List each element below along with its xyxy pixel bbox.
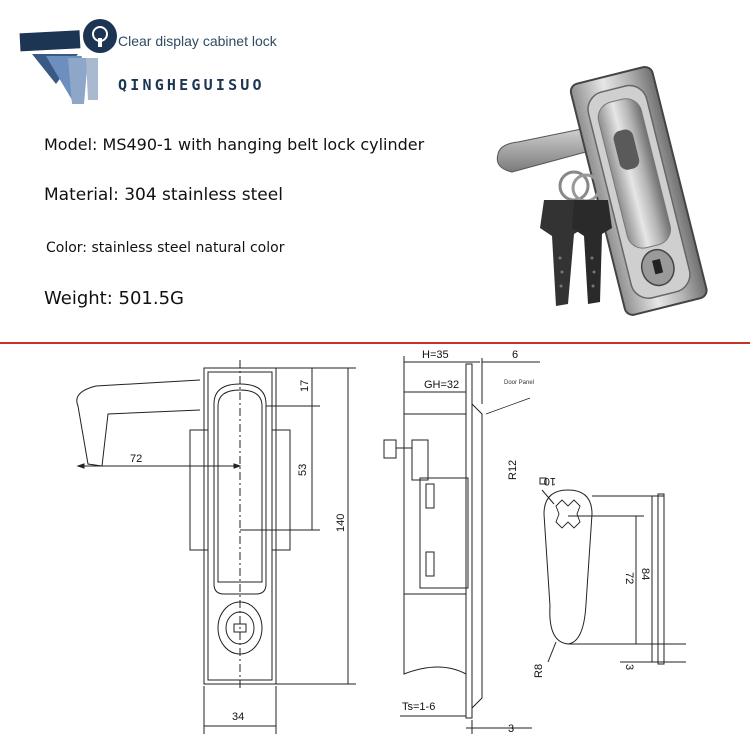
- dim-mid-height: 53: [297, 464, 309, 476]
- side-view: [383, 356, 540, 734]
- keys-icon: [540, 200, 612, 306]
- dim-top-offset: 17: [299, 380, 311, 392]
- dim-width: 34: [232, 711, 244, 723]
- dim-handle-length: 72: [130, 453, 142, 465]
- dim-side-3: 3: [508, 723, 514, 735]
- spec-material: Material: 304 stainless steel: [44, 185, 283, 205]
- spec-weight: Weight: 501.5G: [44, 288, 184, 309]
- dim-total-height: 140: [335, 514, 347, 532]
- dim-r12: R12: [507, 460, 519, 480]
- dim-r8: R8: [533, 664, 545, 678]
- dim-latch-84: 84: [639, 568, 651, 580]
- section-divider: [0, 342, 750, 344]
- brand-tagline: Clear display cabinet lock: [118, 33, 277, 49]
- dim-6: 6: [512, 349, 518, 361]
- spec-color: Color: stainless steel natural color: [46, 240, 285, 256]
- brand-logo: [19, 19, 117, 104]
- dim-gh: GH=32: [424, 379, 459, 391]
- dim-h: H=35: [422, 349, 449, 361]
- spec-model: Model: MS490-1 with hanging belt lock cy…: [44, 135, 425, 154]
- dim-latch-72: 72: [623, 572, 635, 584]
- lock-icon: [83, 19, 117, 53]
- front-view: [76, 360, 356, 734]
- product-photo: [496, 65, 708, 316]
- latch-view: [539, 477, 686, 665]
- dim-ts: Ts=1-6: [402, 701, 435, 713]
- door-panel-label: Door Panel: [504, 380, 534, 386]
- technical-drawing: 72 17 53 140 34 H=35 GH=32 6 Door Panel …: [76, 349, 686, 735]
- dim-square: 10: [544, 475, 556, 487]
- brand-name: QINGHEGUISUO: [118, 76, 265, 94]
- dim-latch-3: 3: [623, 664, 635, 670]
